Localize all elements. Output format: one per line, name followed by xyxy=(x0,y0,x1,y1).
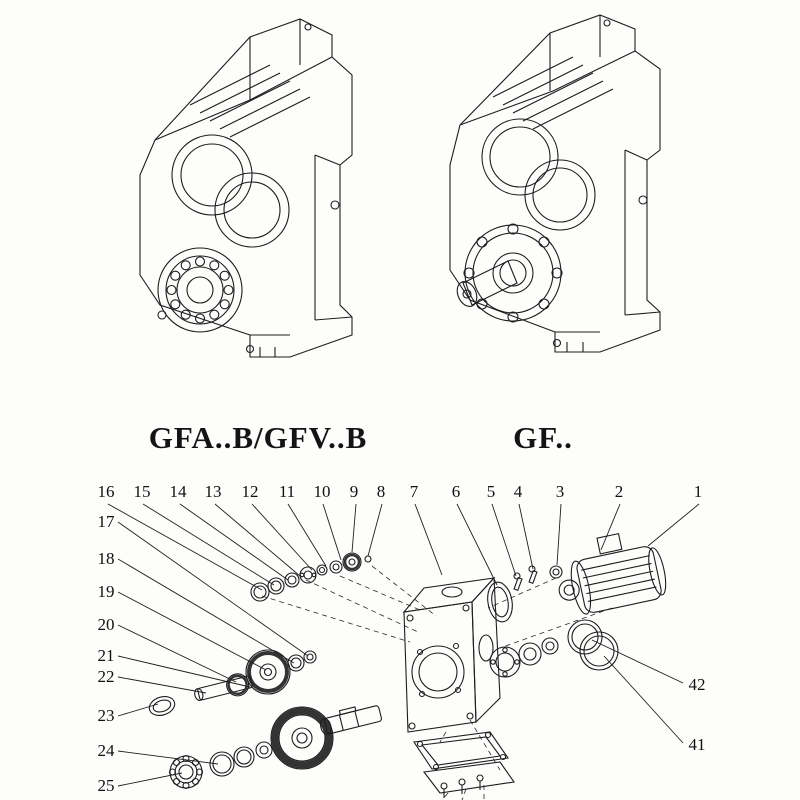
housing xyxy=(402,576,501,733)
callout-23: 23 xyxy=(98,706,115,725)
motor xyxy=(558,532,667,615)
callout-17: 17 xyxy=(98,512,116,531)
callout-25: 25 xyxy=(98,776,115,795)
gearbox-drawing-gfab xyxy=(139,18,353,358)
caption-gf: GF.. xyxy=(513,420,573,455)
gearbox-top-ribs xyxy=(492,56,614,130)
gearbox-drawing-gf xyxy=(449,14,661,353)
callout-numbers-left: 17 18 19 20 21 22 23 24 25 xyxy=(98,512,116,795)
callout-1: 1 xyxy=(694,482,703,501)
callout-14: 14 xyxy=(170,482,188,501)
output-gear-cluster xyxy=(168,705,382,790)
callout-41: 41 xyxy=(689,735,706,754)
callout-3: 3 xyxy=(556,482,565,501)
exploded-view-diagram: 16 15 14 13 12 11 10 9 8 7 6 5 4 3 2 1 1… xyxy=(98,482,706,800)
callout-20: 20 xyxy=(98,615,115,634)
input-gasket-and-bolts xyxy=(487,565,563,623)
callout-5: 5 xyxy=(487,482,496,501)
output-shaft xyxy=(456,260,518,307)
callout-4: 4 xyxy=(514,482,523,501)
callout-18: 18 xyxy=(98,549,115,568)
callout-16: 16 xyxy=(98,482,115,501)
gearbox-top-ribs xyxy=(189,64,311,138)
leader-lines xyxy=(107,503,700,787)
output-flange xyxy=(463,223,563,323)
gearbox-bolt-dots xyxy=(157,23,340,354)
assembly-axis-lines xyxy=(261,565,613,800)
callout-9: 9 xyxy=(350,482,359,501)
input-shaft-small-parts xyxy=(250,552,372,602)
callout-13: 13 xyxy=(205,482,222,501)
callout-numbers-top: 16 15 14 13 12 11 10 9 8 7 6 5 4 3 2 1 xyxy=(98,482,703,501)
output-seal-rings xyxy=(489,619,619,678)
callout-19: 19 xyxy=(98,582,115,601)
callout-12: 12 xyxy=(242,482,259,501)
callout-21: 21 xyxy=(98,646,115,665)
callout-8: 8 xyxy=(377,482,386,501)
callout-24: 24 xyxy=(98,741,116,760)
gearbox-bearing-hub xyxy=(157,247,243,333)
callout-numbers-right: 42 41 xyxy=(689,675,706,754)
bottom-cover xyxy=(413,731,515,798)
caption-gfab: GFA..B/GFV..B xyxy=(148,420,368,455)
callout-22: 22 xyxy=(98,667,115,686)
callout-6: 6 xyxy=(452,482,461,501)
callout-7: 7 xyxy=(410,482,419,501)
gearbox-bores xyxy=(481,118,596,231)
callout-15: 15 xyxy=(134,482,151,501)
callout-2: 2 xyxy=(615,482,624,501)
gearbox-housing-outline xyxy=(449,14,661,353)
callout-11: 11 xyxy=(279,482,295,501)
intermediate-gear-cluster xyxy=(148,649,317,717)
gearbox-bores xyxy=(171,134,290,248)
callout-10: 10 xyxy=(314,482,331,501)
gearbox-bolt-dots xyxy=(552,19,648,348)
callout-42: 42 xyxy=(689,675,706,694)
gearbox-housing-outline xyxy=(139,18,353,358)
